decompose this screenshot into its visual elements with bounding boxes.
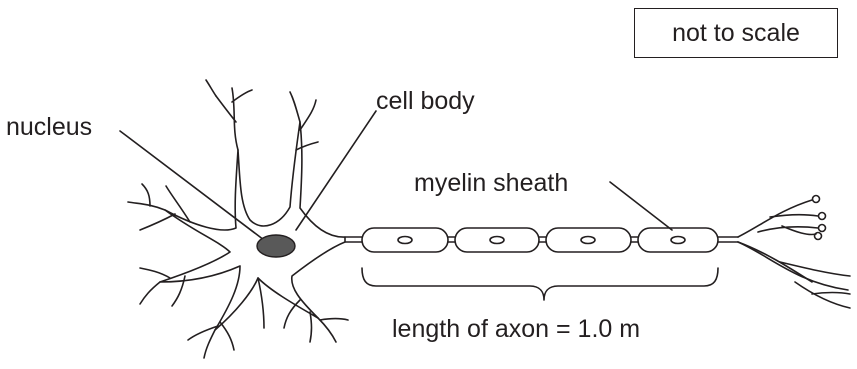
nucleus-label: nucleus xyxy=(6,112,92,142)
myelin-segment xyxy=(638,228,718,252)
schwann-nucleus xyxy=(581,237,595,244)
schwann-nucleus xyxy=(398,237,412,244)
terminal-button xyxy=(815,233,822,240)
scale-note-box: not to scale xyxy=(634,8,838,58)
myelin-segment xyxy=(546,228,631,252)
cell-body-outline xyxy=(160,122,345,330)
terminal-button xyxy=(819,213,826,220)
axon-length-brace xyxy=(362,268,718,300)
dendrite-bottom xyxy=(204,330,215,358)
schwann-nucleus xyxy=(671,237,685,244)
nucleus-leader-line xyxy=(120,131,264,240)
schwann-nucleus xyxy=(490,237,504,244)
cell-body-label: cell body xyxy=(376,86,475,116)
dendrite-lower-left xyxy=(140,282,160,304)
axon-length-label: length of axon = 1.0 m xyxy=(392,314,640,344)
dendrite-lower-right xyxy=(318,318,336,342)
dendrite-left xyxy=(128,202,165,210)
dendrite-upper-right xyxy=(290,92,300,122)
myelin-sheath-label: myelin sheath xyxy=(414,168,568,198)
axon-terminal-upper xyxy=(738,200,812,237)
terminal-button xyxy=(813,196,820,203)
myelin-segment xyxy=(455,228,539,252)
scale-note-text: not to scale xyxy=(672,19,800,48)
myelin-segment xyxy=(362,228,448,252)
cell-body-leader-line xyxy=(296,111,376,230)
terminal-button xyxy=(819,225,826,232)
myelin-leader-line xyxy=(610,182,672,230)
cell-nucleus xyxy=(257,235,295,257)
